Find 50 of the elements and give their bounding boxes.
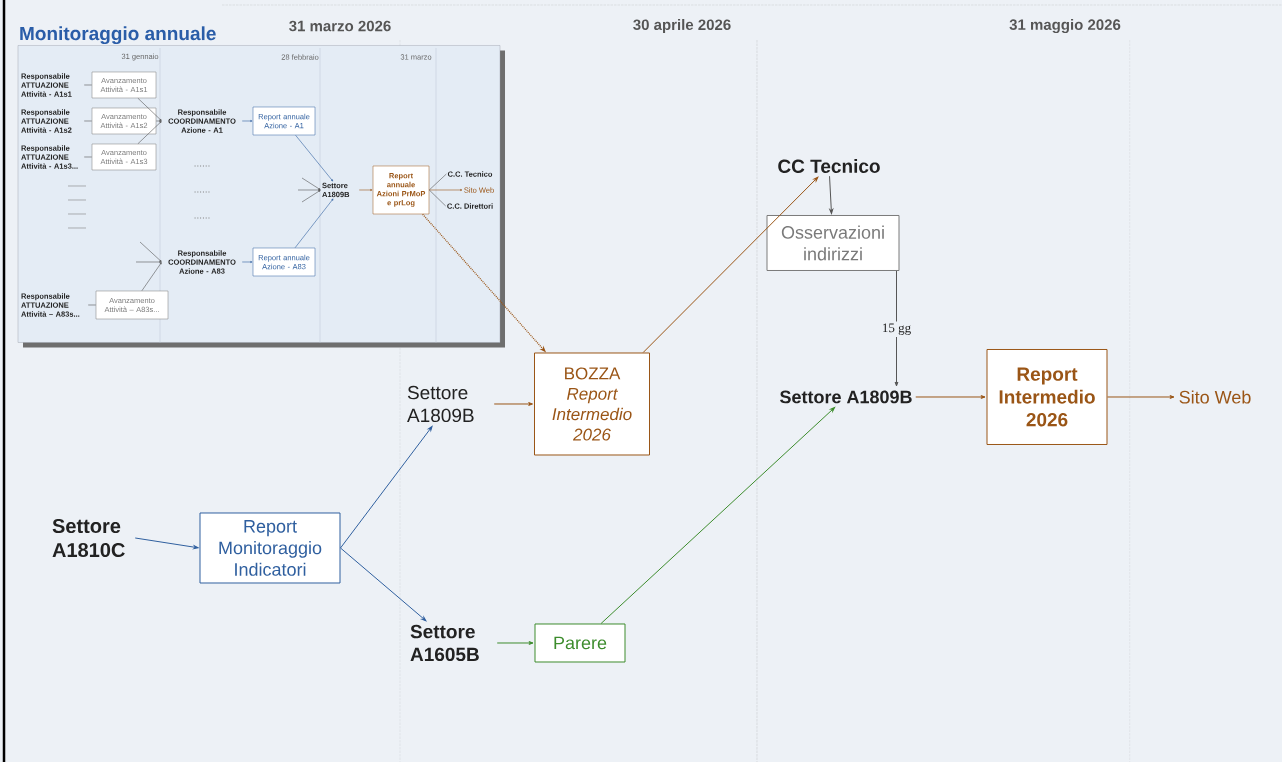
- arrow: [301, 177, 321, 190]
- arrow: [301, 190, 321, 203]
- node-label: Settore A1809B: [407, 385, 474, 423]
- process-box: Report Intermedio 2026: [986, 349, 1108, 445]
- arrow: [139, 241, 162, 262]
- connector-line: [87, 304, 97, 306]
- arrow: [137, 121, 162, 145]
- arrow: [294, 198, 334, 249]
- process-box: Parere: [534, 623, 626, 663]
- node-label: Settore A1810C: [52, 518, 125, 558]
- arrow: [241, 261, 253, 263]
- process-box: Osservazioni indirizzi: [766, 215, 900, 271]
- arrow: [340, 426, 433, 549]
- ellipsis-label: ......: [194, 217, 210, 219]
- arrow: [297, 189, 321, 191]
- arrow: [134, 537, 199, 550]
- arrow: [428, 189, 463, 191]
- arrow: [496, 641, 534, 645]
- arrow: [135, 261, 162, 263]
- connector-line: [428, 173, 447, 191]
- arrow: [915, 395, 986, 399]
- arrow: [340, 547, 427, 622]
- arrow: [1107, 395, 1175, 399]
- process-box: BOZZA Report Intermedio 2026: [534, 352, 650, 456]
- arrow: [642, 176, 819, 353]
- date-label: 31 marzo 2026: [289, 20, 391, 32]
- ellipsis-label: ......: [194, 191, 210, 193]
- arrow: [295, 134, 334, 182]
- date-label: 30 aprile 2026: [633, 19, 731, 33]
- arrow: [358, 189, 373, 191]
- arrow: [155, 120, 162, 122]
- node-label: Monitoraggio annuale: [20, 26, 216, 45]
- arrow: [894, 270, 899, 387]
- ellipsis-label: ......: [194, 165, 210, 167]
- connector-line: [83, 120, 93, 122]
- process-box: Report Monitoraggio Indicatori: [199, 512, 341, 584]
- arrow: [600, 407, 836, 624]
- arrow: [241, 120, 253, 122]
- connector-line: [83, 84, 93, 86]
- node-label: Settore A1809B: [780, 390, 912, 404]
- arrow: [493, 402, 533, 406]
- node-label: Settore A1605B: [410, 624, 479, 662]
- arrow: [829, 175, 834, 214]
- date-label: 31 maggio 2026: [1009, 18, 1121, 34]
- connector-line: [428, 189, 446, 207]
- node-label: CC Tecnico: [778, 159, 880, 173]
- node-label: Sito Web: [1179, 390, 1251, 404]
- connector-line: [83, 156, 93, 158]
- arrow: [137, 97, 162, 121]
- arrow: [141, 262, 162, 292]
